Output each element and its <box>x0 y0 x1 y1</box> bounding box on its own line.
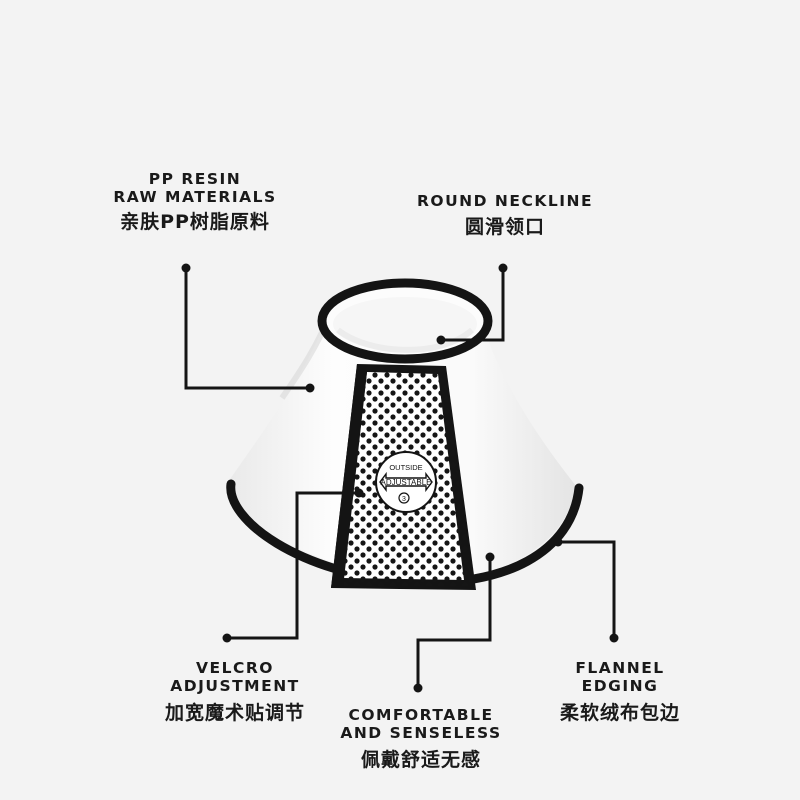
badge-number-text: 3 <box>402 496 406 503</box>
leader-lines <box>184 268 616 688</box>
label-flannel: FLANNEL EDGING 柔软绒布包边 <box>530 659 710 724</box>
label-flannel-en2: EDGING <box>581 677 659 696</box>
adjustable-badge <box>375 451 437 513</box>
label-comfortable-en2: AND SENSELESS <box>340 724 502 743</box>
label-velcro-en2: ADJUSTMENT <box>170 677 300 696</box>
label-flannel-en1: FLANNEL <box>575 659 665 677</box>
label-velcro-en1: VELCRO <box>196 659 274 677</box>
label-comfortable: COMFORTABLE AND SENSELESS 佩戴舒适无感 <box>330 706 512 771</box>
label-velcro-zh: 加宽魔术贴调节 <box>164 701 305 724</box>
pet-cone-collar <box>226 278 584 590</box>
label-comfortable-en1: COMFORTABLE <box>348 706 494 724</box>
badge-middle-text: ADJUSTABLE <box>381 478 432 487</box>
label-pp-resin-en2: RAW MATERIALS <box>113 188 277 207</box>
badge-top-text: OUTSIDE <box>389 463 422 472</box>
label-comfortable-zh: 佩戴舒适无感 <box>360 748 481 771</box>
label-round-neckline: ROUND NECKLINE 圆滑领口 <box>400 192 610 239</box>
label-round-neckline-zh: 圆滑领口 <box>464 216 545 239</box>
label-round-neckline-en1: ROUND NECKLINE <box>416 192 594 210</box>
label-pp-resin-en1: PP RESIN <box>148 170 242 188</box>
leader-dots <box>181 263 619 693</box>
label-flannel-zh: 柔软绒布包边 <box>559 701 680 724</box>
label-pp-resin: PP RESIN RAW MATERIALS 亲肤PP树脂原料 <box>100 170 290 233</box>
label-pp-resin-zh: 亲肤PP树脂原料 <box>120 210 270 233</box>
label-velcro: VELCRO ADJUSTMENT 加宽魔术贴调节 <box>140 659 330 724</box>
